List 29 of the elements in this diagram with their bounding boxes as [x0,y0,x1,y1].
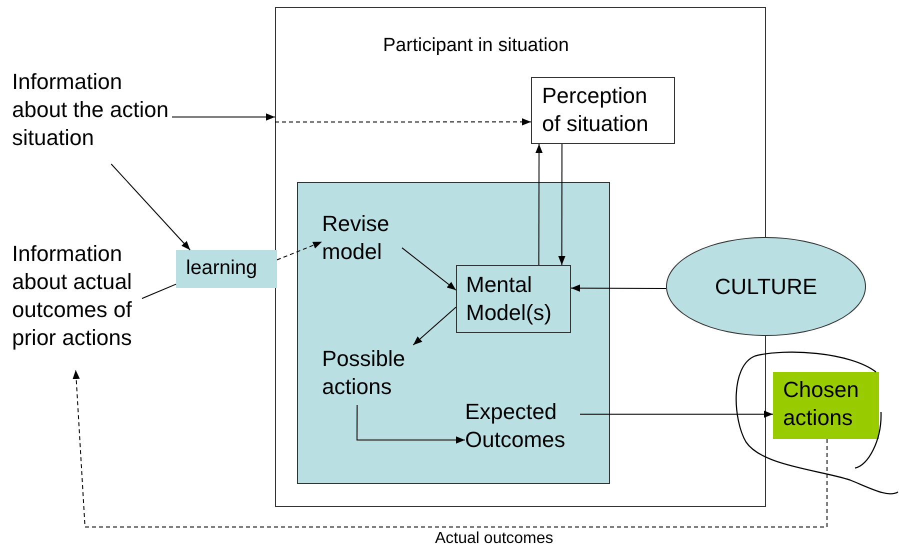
arrow [570,284,666,292]
connector-line [142,284,176,299]
dashed-arrow [274,118,532,126]
frame-title: Participant in situation [383,34,569,58]
node-text: Possible actions [322,345,406,401]
node-text: Information about the action situation [12,68,170,152]
node-text: Mental Model(s) [466,271,553,327]
process-box [456,265,571,333]
arrow [535,144,543,266]
arrow [412,306,456,346]
highlight-box [773,372,879,439]
arrow [172,113,276,121]
node-text: Expected Outcomes [465,398,566,454]
arrow [356,404,466,444]
arrow [402,247,456,291]
node-text: Chosen actions [783,376,860,432]
process-box [531,77,675,144]
arrow [110,164,191,250]
learning-label [176,250,277,288]
mental-area-panel [297,182,610,484]
arrow [558,144,566,266]
arrow [580,410,774,418]
dashed-arrow [72,370,828,528]
node-text: Information about actual outcomes of prior actions [12,240,133,352]
dashed-arrow [276,241,322,260]
node-text: Revise model [322,210,390,266]
node-text: learning [186,256,258,281]
node-text: Perception of situation [542,82,650,138]
node-text: CULTURE [714,272,818,300]
